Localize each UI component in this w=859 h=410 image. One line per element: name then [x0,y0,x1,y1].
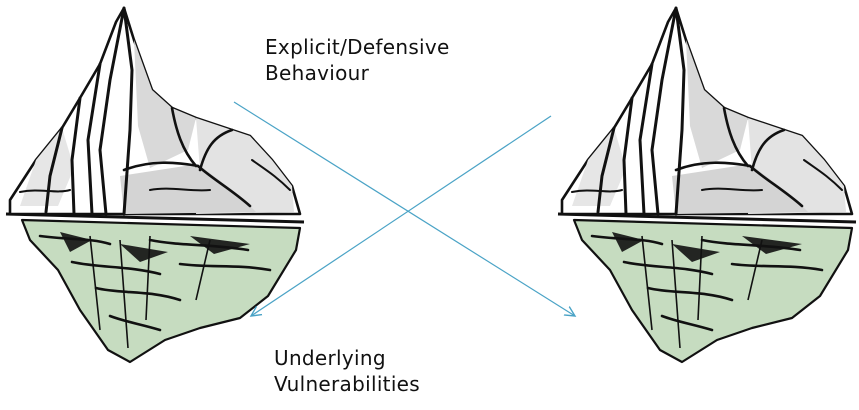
arrow-to-right-iceberg [233,101,575,316]
label-line: Explicit/Defensive [265,35,450,59]
label-line: Behaviour [265,61,370,85]
label-line: Vulnerabilities [274,372,421,396]
explicit-behaviour-label: Explicit/Defensive Behaviour [265,34,450,86]
underlying-vulnerabilities-label: Underlying Vulnerabilities [274,345,420,397]
arrow-to-left-iceberg [251,115,552,316]
iceberg-icon [4,6,306,364]
label-line: Underlying [274,346,386,370]
iceberg-icon [556,6,858,364]
